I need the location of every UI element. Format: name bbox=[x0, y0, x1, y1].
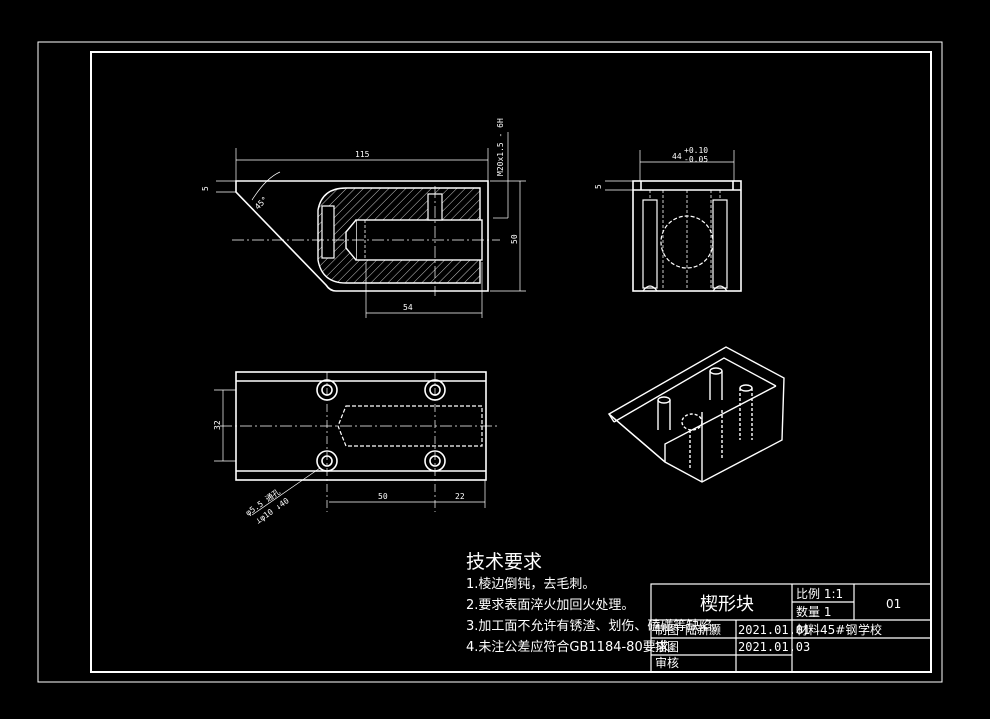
inner-frame bbox=[90, 51, 932, 673]
tech-requirement-item: 2.要求表面淬火加回火处理。 bbox=[466, 598, 635, 613]
dim-thread: M20x1.5 - 6H bbox=[496, 118, 505, 176]
side-view bbox=[605, 150, 742, 292]
title-drawing-no: 01 bbox=[886, 597, 901, 611]
front-view bbox=[216, 132, 526, 318]
tech-requirements-title: 技术要求 bbox=[466, 551, 543, 573]
title-drawn-date: 2021.01.01 bbox=[738, 623, 810, 637]
dim-side-small: 5 bbox=[594, 184, 603, 189]
title-part-name: 楔形块 bbox=[700, 594, 754, 615]
title-scale: 比例 1:1 bbox=[796, 587, 843, 601]
title-material: 材料45#钢 bbox=[796, 623, 857, 637]
dim-front-width: 115 bbox=[355, 150, 370, 159]
dim-side-tol-upper: +0.10 bbox=[684, 146, 708, 155]
isometric-view bbox=[607, 346, 785, 483]
outer-frame bbox=[37, 41, 943, 683]
tech-requirement-item: 4.未注公差应符合GB1184-80要求。 bbox=[466, 640, 682, 655]
title-block bbox=[650, 583, 932, 673]
title-review-label: 审核 bbox=[655, 655, 679, 670]
title-qty: 数量 1 bbox=[796, 604, 831, 619]
dim-side-tol-lower: -0.05 bbox=[684, 155, 708, 164]
dim-top-dist-b: 22 bbox=[455, 492, 465, 501]
dim-front-height: 50 bbox=[510, 234, 519, 244]
dim-front-angle: 45° bbox=[253, 195, 270, 212]
tech-requirements: 技术要求 1.棱边倒钝，去毛刺。 2.要求表面淬火加回火处理。 3.加工面不允许… bbox=[466, 552, 725, 658]
dim-top-dist-a: 50 bbox=[378, 492, 388, 501]
tech-requirement-item: 3.加工面不允许有锈渣、划伤、磕碰等缺陷。 bbox=[466, 619, 726, 634]
dim-top-height: 32 bbox=[213, 420, 222, 430]
tech-requirement-item: 1.棱边倒钝，去毛刺。 bbox=[466, 577, 596, 592]
title-school: 学校 bbox=[858, 622, 882, 637]
dim-front-depth: 54 bbox=[403, 303, 413, 312]
title-check-label: 描图 bbox=[655, 640, 679, 654]
dim-side-width: 44 bbox=[672, 152, 682, 161]
title-drawn-label: 制图 bbox=[655, 623, 679, 637]
top-view bbox=[214, 371, 500, 516]
title-drawn-name: 陆新灏 bbox=[685, 622, 721, 637]
dim-front-chamfer: 5 bbox=[201, 186, 210, 191]
title-check-date: 2021.01.03 bbox=[738, 640, 810, 654]
